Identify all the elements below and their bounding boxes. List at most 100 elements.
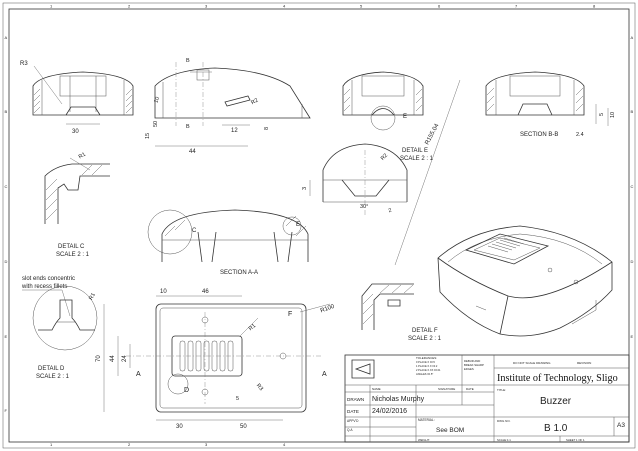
col-label: 6 [438,4,441,9]
sheet-size: A3 [617,422,625,429]
date-header: DATE [466,387,474,391]
dim-label: 10 [153,96,161,104]
dim-label: R1 [88,292,97,301]
drawing-number: B 1.0 [544,423,568,434]
row-label: B [631,109,634,114]
dim-label: 44 [189,149,196,155]
col-label: 8 [593,4,596,9]
qa-label: Q.A [347,428,353,432]
dim-label: 44 [110,355,116,362]
note-line-2: with recess fillets [21,284,67,290]
col-label: 3 [205,4,208,9]
sheet-label: SHEET 1 OF 1 [566,438,585,442]
tolerance-line: ANGLES ±0.5° [416,372,433,376]
dim-label: 50 [240,424,247,430]
column-labels-top: 1 2 3 4 5 6 7 8 [50,4,596,9]
deburr-line: DEBUR AND [464,359,480,363]
dim-label: R3 [255,383,264,392]
detail-marker-f: F [288,311,292,318]
section-marker-a: A [136,371,141,378]
row-label: E [5,334,8,339]
section-marker-b: B [186,58,190,64]
detail-c: R1 DETAIL C SCALE 2 : 1 [44,152,110,258]
date-label: DATE [347,409,359,414]
drawing-date: 24/02/2016 [372,408,407,415]
detail-marker-c: C [192,228,197,234]
dim-label: 3 [302,187,308,190]
view-section-side: E [342,71,424,131]
dim-label: 15 [145,133,151,139]
dim-label: 2 [388,208,393,215]
row-label: C [5,184,8,189]
row-label: C [631,184,634,189]
deburr-line: BREAK SHARP [464,363,484,367]
drawn-label: DRAWN [347,397,364,402]
name-header: NAME [372,387,381,391]
detail-marker-d: D [184,387,189,394]
inner-border [8,8,630,443]
approved-label: APPV'D [347,419,359,423]
row-label: E [631,334,634,339]
dim-label: R1 [248,323,257,332]
material-label: MATERIAL: [418,418,435,422]
detail-marker-e: E [296,222,300,228]
section-aa-label: SECTION A-A [220,270,258,276]
dim-label: R1 [78,152,87,161]
row-label: B [5,109,8,114]
dim-label: R2 [250,97,259,106]
column-labels-bottom: 1 2 3 4 [50,442,286,447]
dim-label: 5 [599,113,605,116]
scale-label: SCALE:1:1 [497,438,511,442]
dim-label: 12 [231,128,238,134]
col-label: 1 [50,442,53,447]
title-label: TITLE: [497,388,506,392]
section-bb-label: SECTION B-B [520,132,558,138]
dim-label: R3 [20,61,28,67]
material-value: See BOM [436,427,464,434]
detail-e-scale: SCALE 2 : 1 [400,156,434,162]
dim-label: R2 [380,153,389,162]
tolerance-line: 2 PLACE X.XX ±0.01 [416,368,441,372]
row-labels-left: A B C D E F [5,35,8,413]
detail-d-title: DETAIL D [38,366,65,372]
row-label: D [631,259,634,264]
section-marker-a: A [322,371,327,378]
dim-label: 8 [264,127,270,130]
detail-f: DETAIL F SCALE 2 : 1 [361,283,442,342]
revision-label: REVISION [577,361,591,365]
col-label: 2 [128,442,131,447]
title-block: TOLERANCES: 0 PLACE X ±0.5 1 PLACE X.X ±… [344,354,630,443]
drawing-title: Buzzer [540,396,572,407]
tolerance-line: 1 PLACE X.X ±0.2 [416,364,438,368]
dim-label: 30° [360,204,368,210]
view-section-left: 30 R3 [20,61,134,135]
detail-c-title: DETAIL C [58,244,85,250]
col-label: 1 [50,4,53,9]
dim-label: 5 [236,396,239,402]
row-label: F [5,408,8,413]
do-not-scale-note: DO NOT SCALE DRAWING [513,361,551,365]
dim-label: 10 [610,112,616,118]
isometric-view [437,225,613,337]
institution-name: Institute of Technology, Sligo [497,373,618,384]
signature-header: SIGNATURE [438,387,455,391]
dim-label: 24 [122,355,128,362]
radius-leader [394,79,461,266]
view-top: 10 46 R1 R100 70 44 24 R3 30 50 5 A A D … [96,289,336,430]
detail-e-title: DETAIL E [402,148,428,154]
dim-label: 30 [176,424,183,430]
dim-label: 50 [153,121,159,127]
tolerance-header: TOLERANCES: [416,356,437,360]
dwg-no-label: DWG NO. [497,419,511,423]
view-section-bb: 5 2.4 10 SECTION B-B [485,71,616,138]
dim-label: R100 [320,304,336,315]
dim-label: 70 [96,355,102,362]
detail-d-scale: SCALE 2 : 1 [36,374,70,380]
deburr-line: EDGES [464,367,474,371]
weight-label: WEIGHT: [418,438,430,442]
section-aa: C E SECTION A-A [147,209,309,276]
col-label: 3 [205,442,208,447]
dim-label: 46 [202,289,209,295]
